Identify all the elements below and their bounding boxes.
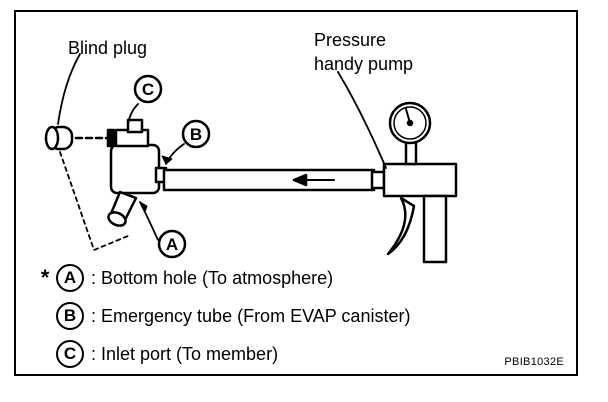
diagram-illustration: C B A	[44, 53, 458, 264]
pump-leader	[337, 71, 387, 169]
callout-a-letter: A	[166, 235, 178, 254]
callout-c-circle	[133, 74, 163, 104]
legend-c-badge: C	[56, 340, 84, 368]
valve-body-part	[107, 118, 168, 227]
figure-frame: C B A Blind plug Pressure handy pump * A…	[14, 10, 578, 376]
emergency-tube-part	[162, 168, 386, 192]
legend-a-badge: A	[56, 264, 84, 292]
pump-label-line2: handy pump	[314, 54, 414, 74]
blind-plug-leader	[57, 53, 81, 125]
callout-c-leader	[127, 103, 139, 125]
figure-code: PBIB1032E	[504, 356, 564, 368]
callout-b-circle	[181, 119, 211, 149]
dotted-connection	[59, 151, 129, 251]
pressure-pump-part	[382, 101, 458, 264]
legend-row-c: C : Inlet port (To member)	[34, 340, 278, 368]
callout-b-letter: B	[190, 125, 202, 144]
legend-row-a: * A : Bottom hole (To atmosphere)	[34, 264, 333, 292]
blind-plug-label: Blind plug	[68, 38, 148, 58]
pump-label-line1: Pressure	[314, 30, 387, 50]
callout-c-letter: C	[142, 80, 154, 99]
blind-plug-part	[44, 125, 116, 151]
legend-b-badge: B	[56, 302, 84, 330]
legend-b-text: : Emergency tube (From EVAP canister)	[91, 305, 411, 326]
asterisk-marker: *	[40, 265, 50, 290]
callout-a-circle	[157, 229, 187, 259]
legend-row-b: B : Emergency tube (From EVAP canister)	[34, 302, 410, 330]
legend-c-text: : Inlet port (To member)	[91, 343, 279, 364]
legend-a-text: : Bottom hole (To atmosphere)	[91, 267, 334, 288]
